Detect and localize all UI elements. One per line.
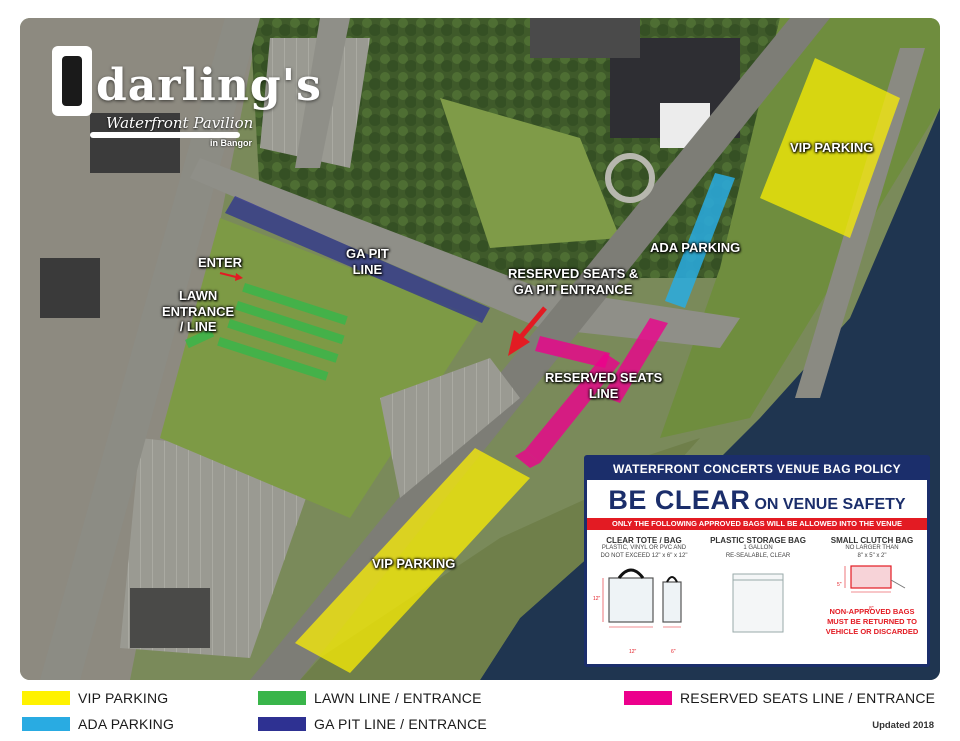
reserved-seats-line-label: RESERVED SEATS LINE bbox=[545, 370, 663, 401]
reserved-entry bbox=[535, 336, 610, 368]
bag-heading: CLEAR TOTE / BAG bbox=[606, 536, 682, 545]
reserved-entrance-arrow bbox=[508, 306, 547, 356]
clutch-width-dim: 8" bbox=[869, 606, 874, 612]
reserved-diagonal bbox=[525, 353, 620, 463]
lawn-entrance-label: LAWN ENTRANCE / LINE bbox=[162, 288, 235, 335]
darlings-logo: darling's Waterfront Pavilion in Bangor bbox=[50, 46, 321, 148]
front-street bbox=[795, 48, 925, 398]
bag-policy-title-big: BE CLEAR bbox=[608, 485, 751, 515]
lawn-field bbox=[160, 218, 480, 518]
side-street bbox=[295, 18, 350, 168]
reserved-crossing bbox=[602, 318, 668, 403]
bag-clear-tote: CLEAR TOTE / BAG PLASTIC, VINYL OR PVC A… bbox=[589, 536, 699, 655]
reserved-corner bbox=[515, 450, 540, 468]
legend-swatch bbox=[258, 691, 306, 705]
building-4 bbox=[530, 18, 640, 58]
reserved-seats-ga-pit-entrance-label: RESERVED SEATS & GA PIT ENTRANCE bbox=[508, 266, 639, 297]
clear-tote-icon bbox=[602, 568, 682, 628]
lawn-row-3 bbox=[227, 318, 339, 363]
park-lawn bbox=[440, 98, 620, 248]
legend-label: ADA PARKING bbox=[78, 716, 175, 732]
tote-depth-dim: 6" bbox=[671, 649, 676, 655]
enter-arrow bbox=[219, 272, 243, 281]
vip-parking-north-label: VIP PARKING bbox=[790, 140, 874, 155]
approved-bags-list: CLEAR TOTE / BAG PLASTIC, VINYL OR PVC A… bbox=[587, 530, 927, 664]
bag-details: 1 GALLON RE-SEALABLE, CLEAR bbox=[725, 545, 791, 559]
bag-details: PLASTIC, VINYL OR PVC AND DO NOT EXCEED … bbox=[600, 545, 688, 559]
bag-small-clutch: SMALL CLUTCH BAG NO LARGER THAN 8" x 5" … bbox=[817, 536, 927, 636]
legend-swatch bbox=[22, 717, 70, 731]
building-5 bbox=[40, 258, 100, 318]
bag-plastic-storage: PLASTIC STORAGE BAG 1 GALLON RE-SEALABLE… bbox=[703, 536, 813, 643]
clutch-bag-icon bbox=[844, 565, 906, 593]
vip-parking-south-label: VIP PARKING bbox=[372, 556, 456, 571]
legend-label: RESERVED SEATS LINE / ENTRANCE bbox=[680, 690, 936, 706]
legend-swatch bbox=[624, 691, 672, 705]
aerial-map-image bbox=[20, 18, 940, 680]
approved-bags-bar: ONLY THE FOLLOWING APPROVED BAGS WILL BE… bbox=[587, 518, 927, 530]
lawn-row-1 bbox=[242, 282, 348, 325]
vip-parking-zone-south bbox=[295, 448, 530, 673]
vip-parking-zone-north bbox=[760, 58, 900, 238]
legend-swatch bbox=[258, 717, 306, 731]
lawn-row-2 bbox=[235, 301, 345, 345]
d-letter-mark bbox=[52, 46, 92, 116]
tote-height-dim: 12" bbox=[593, 596, 601, 602]
lawn-entry bbox=[185, 328, 215, 349]
legend-label: VIP PARKING bbox=[78, 690, 169, 706]
logo-brand: darling's bbox=[96, 60, 322, 111]
parking-lot-pavilion bbox=[380, 358, 520, 498]
enter-label: ENTER bbox=[198, 255, 243, 270]
clutch-height-dim: 5" bbox=[837, 582, 842, 588]
reserved-seats-line-zone bbox=[515, 318, 668, 468]
tote-width-dim: 12" bbox=[629, 649, 637, 655]
legend-label: GA PIT LINE / ENTRANCE bbox=[314, 716, 487, 732]
bag-policy-title-small: ON VENUE SAFETY bbox=[754, 496, 906, 513]
legend-swatch bbox=[22, 691, 70, 705]
bag-policy-header: WATERFRONT CONCERTS VENUE BAG POLICY bbox=[587, 458, 927, 480]
ga-pit-line-zone bbox=[225, 196, 490, 323]
ada-parking-label: ADA PARKING bbox=[650, 240, 741, 255]
bag-heading: PLASTIC STORAGE BAG bbox=[710, 536, 806, 545]
building-6 bbox=[130, 588, 210, 648]
updated-note: Updated 2018 bbox=[872, 720, 934, 731]
non-approved-warning: NON-APPROVED BAGS MUST BE RETURNED TO VE… bbox=[825, 607, 919, 636]
lawn-row-4 bbox=[217, 337, 329, 381]
bag-heading: SMALL CLUTCH BAG bbox=[830, 536, 914, 545]
venue-map: ENTER LAWN ENTRANCE / LINE GA PIT LINE R… bbox=[20, 18, 940, 680]
bag-policy-panel: WATERFRONT CONCERTS VENUE BAG POLICY BE … bbox=[584, 455, 930, 667]
building-1 bbox=[90, 113, 180, 173]
circle-path bbox=[605, 153, 655, 203]
bag-details: NO LARGER THAN 8" x 5" x 2" bbox=[845, 545, 899, 559]
logo-city: in Bangor bbox=[210, 138, 252, 148]
storage-bag-icon bbox=[732, 573, 784, 633]
ga-pit-line-label: GA PIT LINE bbox=[346, 246, 389, 277]
logo-subtitle: Waterfront Pavilion bbox=[106, 114, 254, 132]
lawn-line-zone bbox=[185, 282, 348, 381]
legend-label: LAWN LINE / ENTRANCE bbox=[314, 690, 482, 706]
ada-parking-zone bbox=[665, 173, 735, 308]
zone-overlays bbox=[185, 58, 900, 673]
logo-swoosh bbox=[90, 132, 240, 138]
